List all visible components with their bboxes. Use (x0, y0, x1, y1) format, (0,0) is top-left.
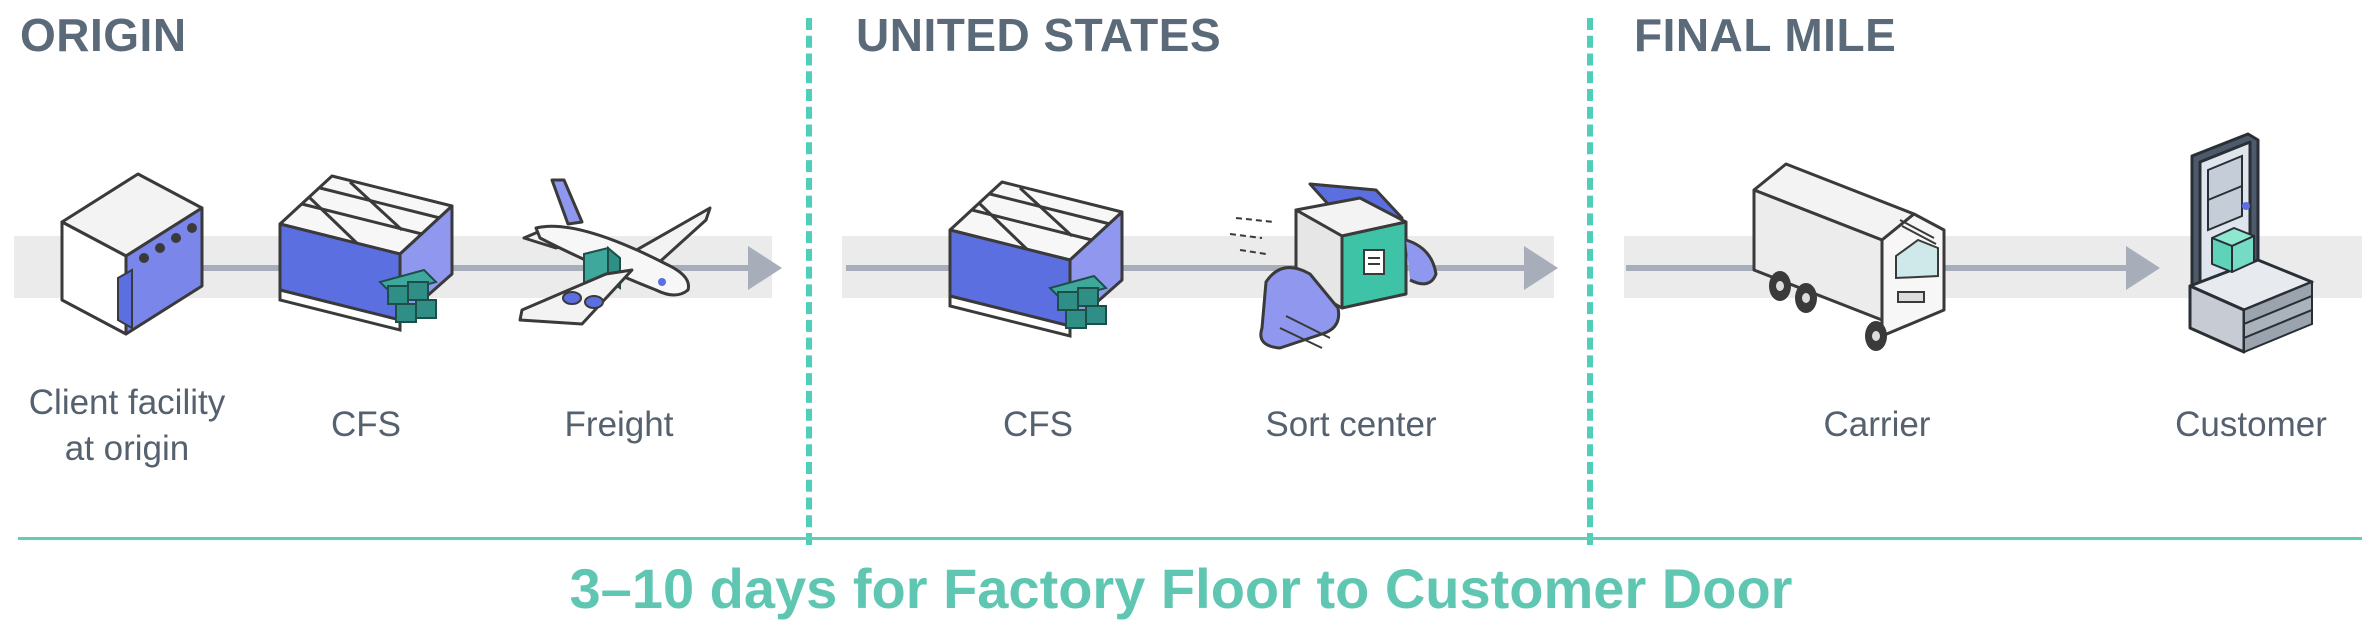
step-label-freight: Freight (564, 405, 674, 444)
region-divider-us (806, 18, 812, 545)
step-label-sort-center: Sort center (1265, 405, 1437, 444)
delivery-truck-icon (1750, 160, 1950, 356)
step-label-client-facility-line2: at origin (64, 429, 190, 468)
warehouse-icon (276, 166, 456, 336)
step-label-customer: Customer (2175, 405, 2327, 444)
region-title-united-states: UNITED STATES (856, 9, 1222, 61)
region-divider-final-mile (1587, 18, 1593, 545)
timeline-baseline (18, 537, 2362, 540)
step-label-client-facility: Client facility at origin (12, 380, 242, 472)
airplane-icon (516, 178, 716, 326)
step-label-cfs-origin: CFS (331, 405, 401, 444)
region-title-final-mile: FINAL MILE (1634, 9, 1897, 61)
step-label-client-facility-line1: Client facility (28, 383, 226, 422)
step-label-cfs-us: CFS (1003, 405, 1073, 444)
hands-package-icon (1226, 178, 1440, 356)
region-title-origin: ORIGIN (20, 9, 187, 61)
warehouse-icon (946, 172, 1126, 342)
origin-flow-arrow (200, 246, 782, 290)
door-package-icon (2186, 130, 2316, 356)
delivery-time-caption: 3–10 days for Factory Floor to Customer … (569, 557, 1793, 620)
factory-icon (56, 168, 208, 336)
us-flow-arrow (846, 246, 1558, 290)
step-label-carrier: Carrier (1823, 405, 1931, 444)
